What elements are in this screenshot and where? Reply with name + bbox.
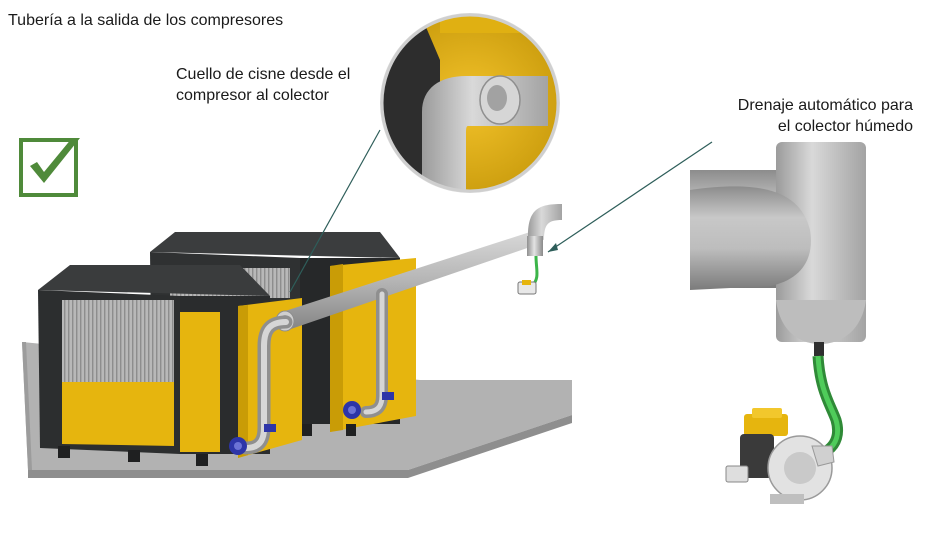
gooseneck-callout: Cuello de cisne desde el compresor al co… xyxy=(176,64,376,106)
checkmark-box-icon xyxy=(19,138,80,197)
gooseneck-rear xyxy=(343,288,394,419)
detail-collector-drain xyxy=(690,142,866,504)
drain-callout-line1: Drenaje automático para xyxy=(737,97,913,114)
drain-leader-arrowhead xyxy=(548,243,558,252)
gooseneck-callout-line1: Cuello de cisne desde el xyxy=(176,66,351,83)
drain-callout: Drenaje automático para el colector húme… xyxy=(698,95,913,137)
gooseneck-front xyxy=(229,315,293,455)
gooseneck-leader-line xyxy=(289,129,381,293)
compressor-front xyxy=(38,265,302,466)
drain-callout-line2: el colector húmedo xyxy=(777,118,913,135)
drain-leader-line xyxy=(547,141,713,253)
gooseneck-callout-line2: compresor al colector xyxy=(176,87,329,104)
zoom-detail-gooseneck xyxy=(380,13,560,193)
page-title: Tubería a la salida de los compresores xyxy=(8,12,284,29)
drain-small xyxy=(517,255,539,295)
